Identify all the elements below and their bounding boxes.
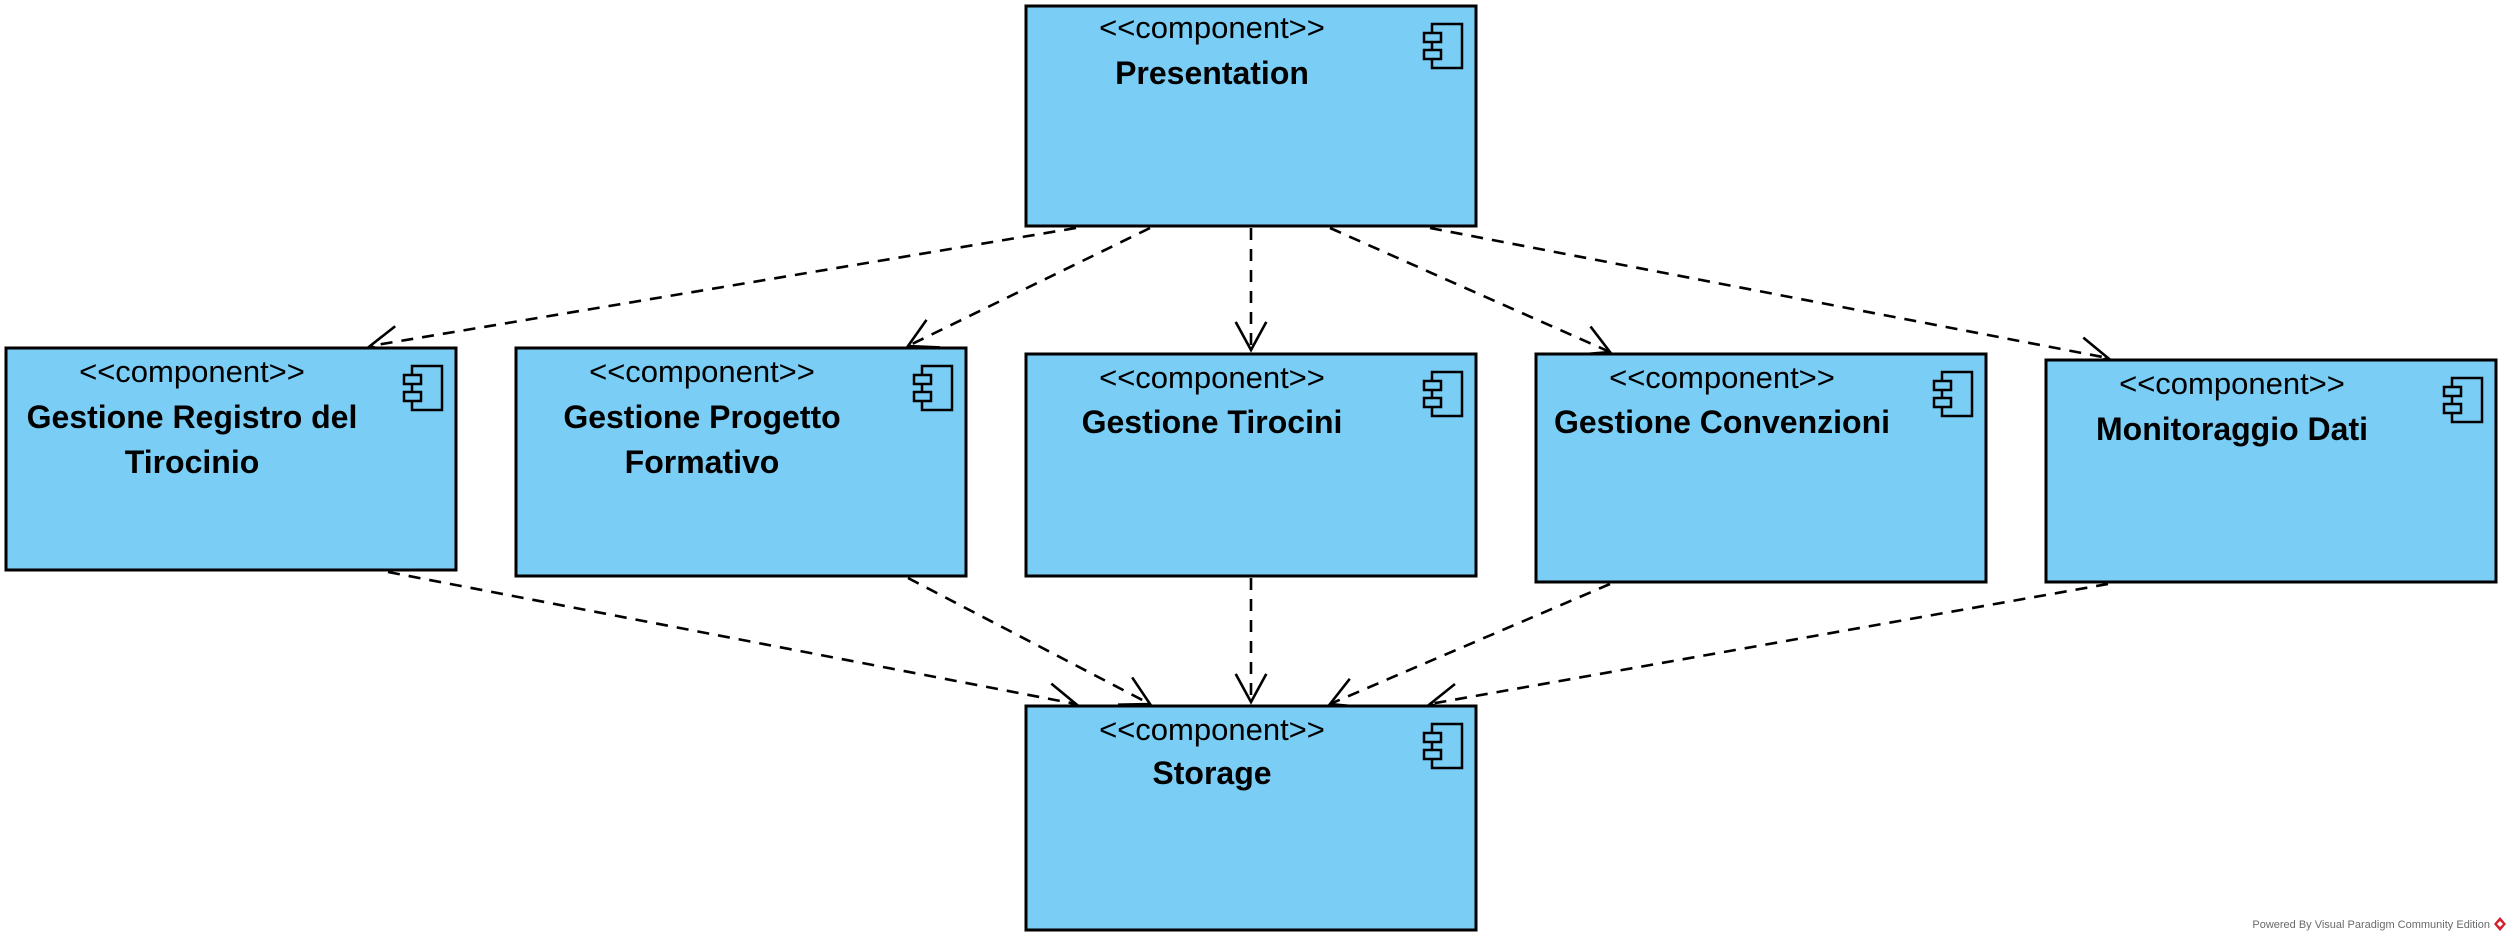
dependency-line [1329, 582, 1611, 706]
component-name: Formativo [625, 444, 780, 480]
dependency-progetto-to-storage [907, 576, 1153, 706]
component-icon [1422, 722, 1464, 770]
component-box [1024, 4, 1478, 228]
component-stereotype: <<component>> [2119, 366, 2345, 401]
arrowhead [1234, 321, 1268, 353]
component-presentation[interactable]: <<component>> Presentation [1024, 4, 1478, 228]
component-stereotype: <<component>> [1099, 360, 1325, 395]
component-box [514, 346, 968, 578]
footer-text: Powered By Visual Paradigm Community Edi… [2252, 919, 2490, 931]
dependency-convenzioni-to-storage [1327, 582, 1611, 709]
arrowhead [1234, 673, 1268, 705]
component-stereotype: <<component>> [1099, 712, 1325, 747]
component-box [1534, 352, 1988, 584]
dependency-line [1429, 226, 2109, 360]
dependency-layer [367, 226, 2111, 716]
dependency-monitoraggio-to-storage [1427, 582, 2109, 716]
component-icon [1422, 22, 1464, 70]
component-icon [1422, 370, 1464, 418]
component-convenzioni[interactable]: <<component>> Gestione Convenzioni [1534, 352, 1988, 584]
component-stereotype: <<component>> [1099, 10, 1325, 45]
component-name: Gestione Convenzioni [1554, 404, 1890, 440]
component-tirocini[interactable]: <<component>> Gestione Tirocini [1024, 352, 1478, 578]
dependency-presentation-to-monitoraggio [1429, 226, 2111, 370]
component-box [1024, 704, 1478, 932]
dependency-line [1329, 226, 1611, 354]
component-name: Tirocinio [125, 444, 260, 480]
component-icon [2442, 376, 2484, 424]
component-box [4, 346, 458, 572]
footer: Powered By Visual Paradigm Community Edi… [2252, 917, 2506, 931]
component-box [1024, 352, 1478, 578]
visual-paradigm-logo-icon [2494, 917, 2506, 931]
dependency-line [387, 570, 1077, 706]
component-layer: <<component>> Presentation <<component>> Ge… [4, 4, 2498, 932]
component-registro[interactable]: <<component>> Gestione Registro delTiroci… [4, 346, 458, 572]
component-monitoraggio[interactable]: <<component>> Monitoraggio Dati [2044, 358, 2498, 584]
component-storage[interactable]: <<component>> Storage [1024, 704, 1478, 932]
dependency-registro-to-storage [387, 570, 1079, 716]
dependency-presentation-to-registro [367, 226, 1077, 358]
dependency-presentation-to-tirocini [1234, 228, 1268, 353]
component-icon [912, 364, 954, 412]
dependency-line [907, 576, 1151, 706]
component-name: Gestione Tirocini [1082, 404, 1343, 440]
dependency-line [1429, 582, 2109, 706]
arrowhead [1117, 676, 1153, 706]
component-stereotype: <<component>> [79, 354, 305, 389]
component-icon [402, 364, 444, 412]
dependency-presentation-to-progetto [905, 226, 1151, 349]
component-name: Gestione Progetto [563, 399, 840, 435]
component-icon [1932, 370, 1974, 418]
component-stereotype: <<component>> [589, 354, 815, 389]
component-stereotype: <<component>> [1609, 360, 1835, 395]
dependency-tirocini-to-storage [1234, 578, 1268, 705]
component-name: Storage [1152, 755, 1271, 791]
dependency-line [907, 226, 1151, 348]
component-name: Monitoraggio Dati [2096, 411, 2368, 447]
component-box [2044, 358, 2498, 584]
component-name: Presentation [1115, 55, 1309, 91]
component-name: Gestione Registro del [27, 399, 358, 435]
dependency-line [369, 226, 1077, 348]
dependency-presentation-to-convenzioni [1329, 226, 1613, 356]
